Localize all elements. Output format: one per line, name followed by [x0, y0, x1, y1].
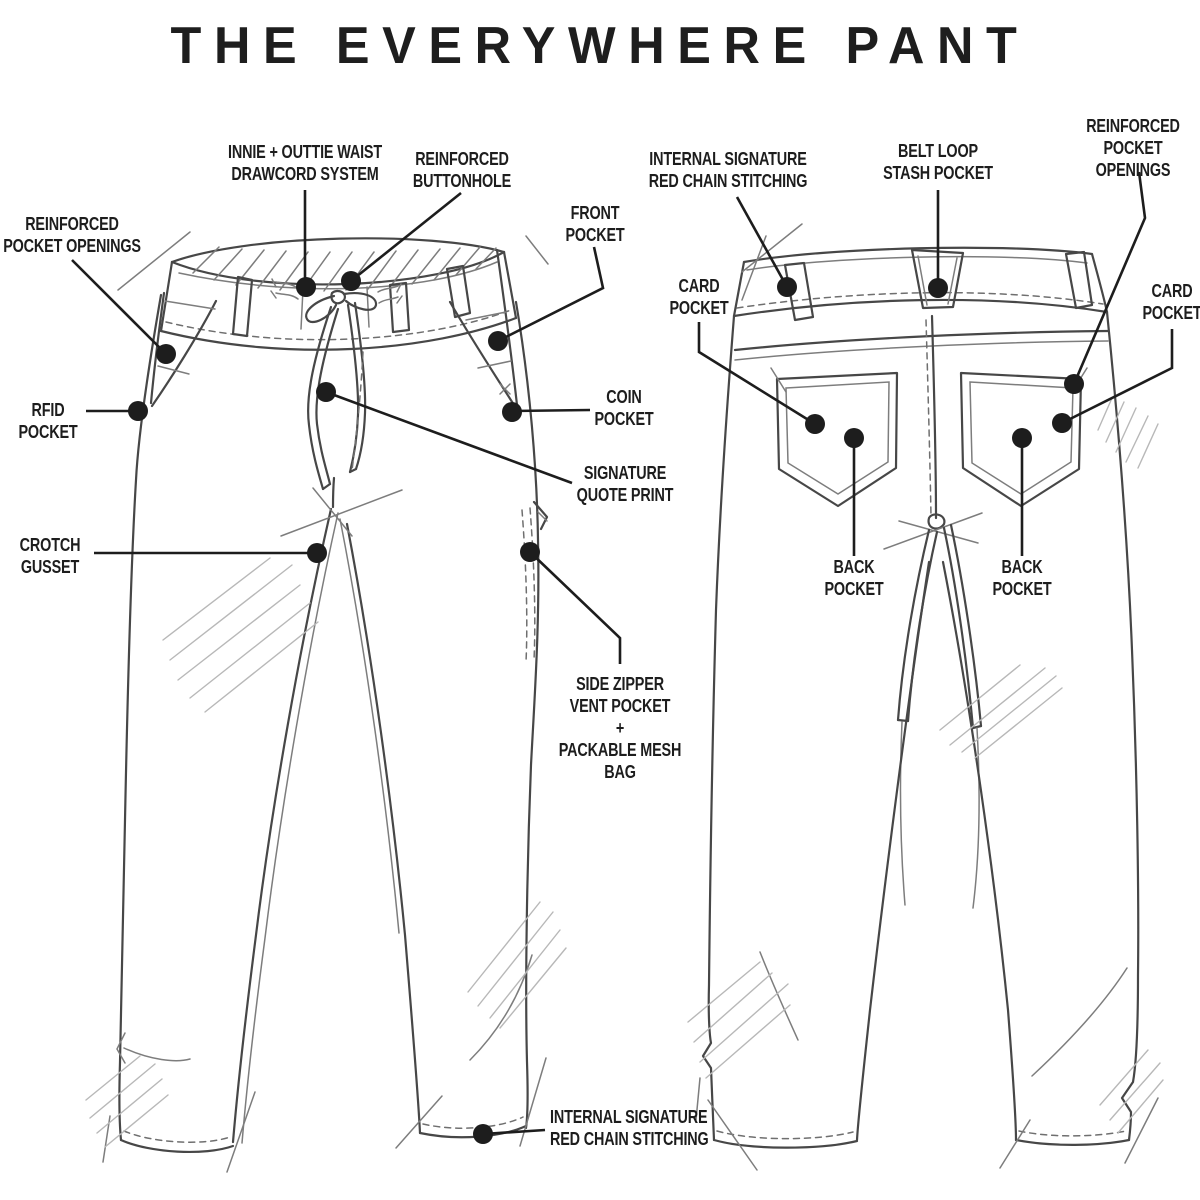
callout-dot-buttonhole [341, 271, 361, 291]
leader-chain-stitch-back [735, 196, 789, 288]
label-reinforced-pocket-openings-back: REINFORCED POCKET OPENINGS [1086, 116, 1180, 180]
leader-card-left [697, 322, 816, 426]
label-coin-pocket: COIN POCKET [594, 387, 654, 429]
label-card-pocket-left: CARD POCKET [669, 276, 729, 318]
leader-buttonhole [350, 191, 462, 283]
callout-dot-side-zipper [520, 542, 540, 562]
label-internal-chain-stitching-front: INTERNAL SIGNATURE RED CHAIN STITCHING [550, 1107, 709, 1149]
callout-dot-card-right [1052, 413, 1072, 433]
callout-dots [128, 271, 1084, 1144]
callout-dot-pocket-openings-front [156, 344, 176, 364]
callout-dot-chain-stitch-front [473, 1124, 493, 1144]
label-side-zipper-vent-pocket: SIDE ZIPPER VENT POCKET + PACKABLE MESH … [558, 674, 682, 782]
label-reinforced-pocket-openings-front: REINFORCED POCKET OPENINGS [3, 214, 141, 256]
callout-dot-card-left [805, 414, 825, 434]
callout-dot-front-pocket [488, 331, 508, 351]
leader-side-zipper [529, 551, 622, 664]
callout-dot-rfid [128, 401, 148, 421]
leader-pocket-openings-front [71, 259, 167, 355]
label-signature-quote-print: SIGNATURE QUOTE PRINT [576, 463, 674, 505]
label-belt-loop-stash-pocket: BELT LOOP STASH POCKET [883, 141, 993, 183]
label-innie-outtie-waist-drawcord-system: INNIE + OUTTIE WAIST DRAWCORD SYSTEM [227, 142, 383, 184]
leader-chain-stitch-front [482, 1128, 546, 1136]
label-rfid-pocket: RFID POCKET [18, 400, 78, 442]
back-pant-sketch [687, 223, 1164, 1171]
callout-dot-belt-loop-stash [928, 278, 948, 298]
page-title: THE EVERYWHERE PANT [170, 17, 1030, 75]
label-reinforced-buttonhole: REINFORCED BUTTONHOLE [412, 149, 512, 191]
label-internal-chain-stitching-back: INTERNAL SIGNATURE RED CHAIN STITCHING [648, 149, 808, 191]
leader-front-pocket [499, 246, 605, 342]
leader-coin [511, 408, 591, 413]
leader-quote [325, 390, 573, 485]
label-back-pocket-left: BACK POCKET [824, 557, 884, 599]
callout-dot-quote [316, 382, 336, 402]
label-crotch-gusset: CROTCH GUSSET [19, 535, 81, 577]
callout-dot-crotch [307, 543, 327, 563]
label-back-pocket-right: BACK POCKET [992, 557, 1052, 599]
callout-dot-back-right [1012, 428, 1032, 448]
callout-dot-pocket-openings-back [1064, 374, 1084, 394]
leader-pocket-openings-back [1072, 171, 1147, 385]
callout-dot-back-left [844, 428, 864, 448]
callout-dot-chain-stitch-back [777, 277, 797, 297]
leader-lines [71, 171, 1174, 1136]
label-card-pocket-right: CARD POCKET [1142, 281, 1200, 323]
label-front-pocket: FRONT POCKET [565, 203, 625, 245]
leader-card-right [1061, 329, 1174, 425]
callout-dot-drawcord [296, 277, 316, 297]
callout-dot-coin [502, 402, 522, 422]
front-pant-sketch [85, 231, 567, 1173]
